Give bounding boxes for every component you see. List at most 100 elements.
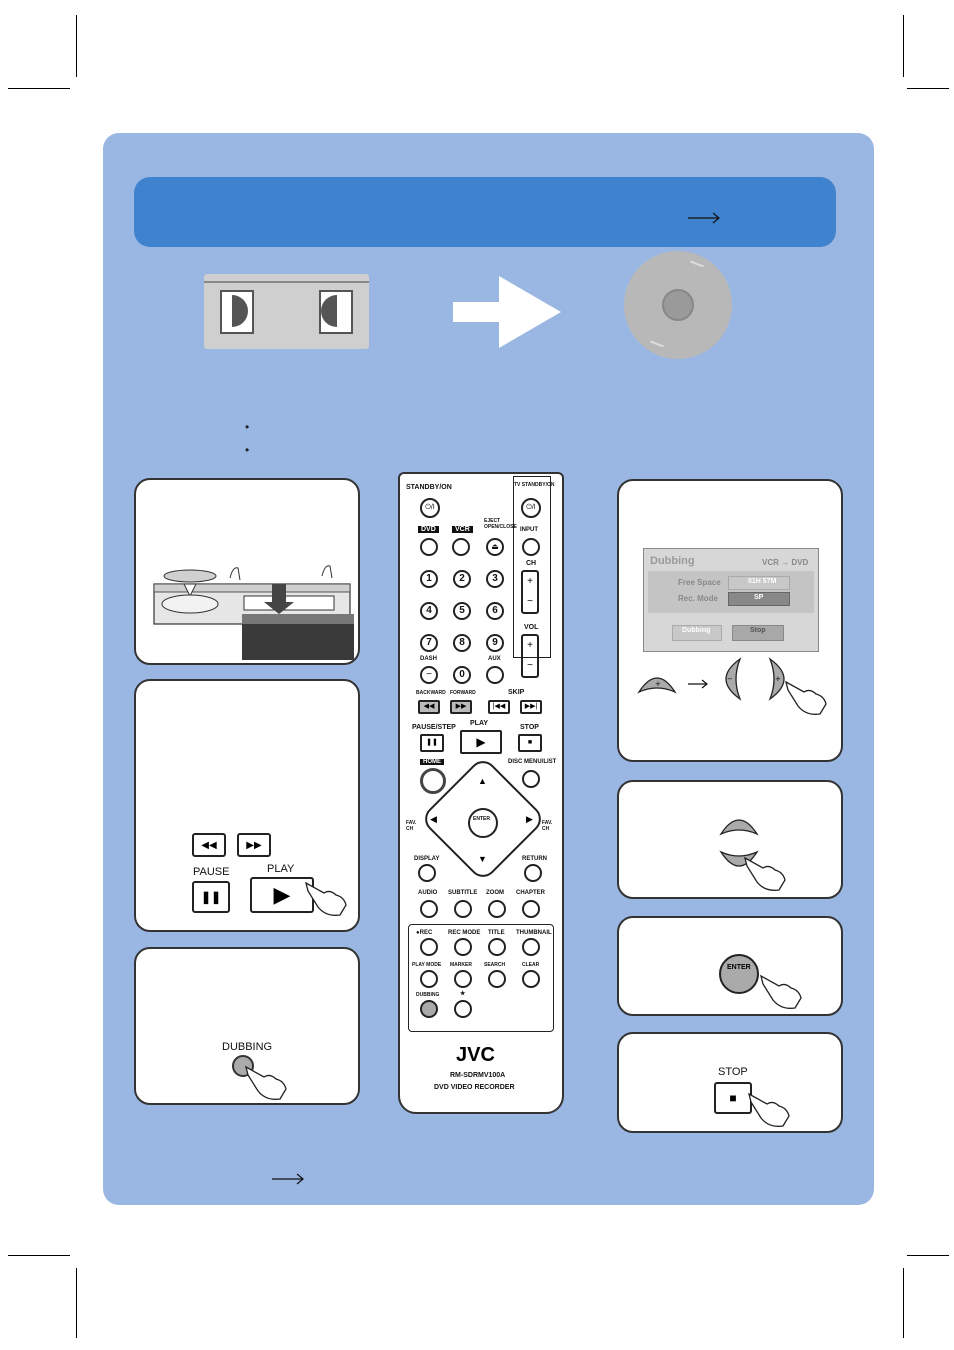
skip-back-button[interactable]: |◀◀ [488,700,510,714]
ch-rocker[interactable]: +− [521,570,539,614]
nav-left-button-icon[interactable]: − [720,657,744,701]
tape-reel-left [220,290,254,334]
standby-button[interactable]: ⏻/I [420,498,440,518]
chapter-button[interactable] [522,900,540,918]
thumbnail-button[interactable] [522,938,540,956]
rec-label: ●REC [416,930,433,936]
play-icon: ▶ [273,882,291,907]
hand-pointer-icon [748,1092,790,1127]
audio-button[interactable] [420,900,438,918]
stop-icon: ■ [729,1091,737,1105]
big-arrow-right-icon [453,276,561,348]
display-label: DISPLAY [414,856,440,862]
skip-label: SKIP [508,689,525,696]
num-6-button[interactable]: 6 [486,602,504,620]
input-button[interactable] [522,538,540,556]
osd-free-space-label: Free Space [678,578,721,587]
play-button[interactable]: ▶ [250,877,314,913]
disc-menu-button[interactable] [522,770,540,788]
bullet-dot: • [245,420,250,434]
ch-label: CH [526,560,537,567]
fast-forward-button[interactable]: ▶▶ [237,833,271,857]
backward-button[interactable]: ◀◀ [418,700,440,714]
clear-button[interactable] [522,970,540,988]
num-8-button[interactable]: 8 [453,634,471,652]
aux-label: AUX [488,656,501,662]
nav-right-button-icon[interactable]: + [766,657,790,701]
rec-button[interactable] [420,938,438,956]
fav-ch-right-label: FAV. CH [542,820,553,832]
skip-forward-button[interactable]: ▶▶| [520,700,542,714]
play-button[interactable]: ▶ [460,730,502,754]
dubbing-button[interactable] [420,1000,438,1018]
osd-rec-mode-field[interactable] [728,592,790,606]
down-arrow-icon: ▼ [478,854,487,864]
nav-up-button-icon[interactable]: + [637,672,677,696]
osd-stop-label: Stop [750,627,766,634]
num-9-button[interactable]: 9 [486,634,504,652]
search-button[interactable] [488,970,506,988]
num-0-button[interactable]: 0 [453,666,471,684]
rewind-button[interactable]: ◀◀ [192,833,226,857]
osd-rec-mode-label: Rec. Mode [678,594,719,603]
dash-label: DASH [420,656,438,662]
home-button[interactable] [420,768,446,794]
aux-button[interactable] [486,666,504,684]
enter-button[interactable] [719,954,759,994]
rec-mode-button[interactable] [454,938,472,956]
num-4-button[interactable]: 4 [420,602,438,620]
zoom-button[interactable] [488,900,506,918]
display-button[interactable] [418,864,436,882]
num-2-button[interactable]: 2 [453,570,471,588]
subtitle-button[interactable] [454,900,472,918]
fav-ch-left-label: FAV. CH [406,820,417,832]
vcr-button[interactable] [452,538,470,556]
product-label: DVD VIDEO RECORDER [434,1084,515,1091]
chapter-label: CHAPTER [516,890,546,896]
nav-up-button-icon[interactable] [719,814,759,838]
tv-standby-button[interactable]: ⏻/I [521,498,541,518]
title-button[interactable] [488,938,506,956]
marker-label: MARKER [450,962,472,968]
num-7-button[interactable]: 7 [420,634,438,652]
arrow-right-icon [688,212,720,224]
num-3-button[interactable]: 3 [486,570,504,588]
osd-free-space-field [728,576,790,590]
stop-button[interactable]: ■ [714,1082,752,1114]
zoom-label: ZOOM [486,890,504,896]
remote-control: STANDBY/ON ⏻/I TV STANDBY/ON ⏻/I DVD VCR… [398,472,564,1114]
crop-mark [8,1255,70,1256]
tape-reel-right [319,290,353,334]
return-button[interactable] [524,864,542,882]
crop-mark [903,1268,904,1338]
clear-label: CLEAR [522,962,540,968]
vol-rocker[interactable]: +− [521,634,539,678]
num-5-button[interactable]: 5 [453,602,471,620]
rewind-icon: ◀◀ [201,840,217,851]
osd-dubbing-screen: Dubbing VCR → DVD Free Space 01H 57M Rec… [643,548,819,652]
num-1-button[interactable]: 1 [420,570,438,588]
stop-label: STOP [520,724,539,731]
dubbing-label: DUBBING [222,1041,273,1053]
play-mode-button[interactable] [420,970,438,988]
marker-button[interactable] [454,970,472,988]
play-mode-label: PLAY MODE [412,962,442,968]
osd-dubbing-button[interactable] [672,625,722,641]
forward-button[interactable]: ▶▶ [450,700,472,714]
star-button[interactable] [454,1000,472,1018]
dvd-button[interactable] [420,538,438,556]
tv-standby-label: TV STANDBY/ON [514,482,555,488]
fast-forward-icon: ▶▶ [246,840,262,851]
eject-button[interactable]: ⏏ [486,538,504,556]
pause-step-button[interactable]: ❚❚ [420,734,444,752]
up-arrow-icon: ▲ [478,776,487,786]
recorder-illustration [153,565,354,660]
pause-button[interactable]: ❚❚ [192,881,230,913]
dash-button[interactable]: − [420,666,438,684]
title-label: TITLE [488,930,505,936]
enter-button[interactable] [468,808,498,838]
stop-button[interactable]: ■ [518,734,542,752]
osd-route: VCR → DVD [762,558,809,567]
osd-stop-button[interactable] [732,625,784,641]
thumbnail-label: THUMBNAIL [516,930,552,936]
